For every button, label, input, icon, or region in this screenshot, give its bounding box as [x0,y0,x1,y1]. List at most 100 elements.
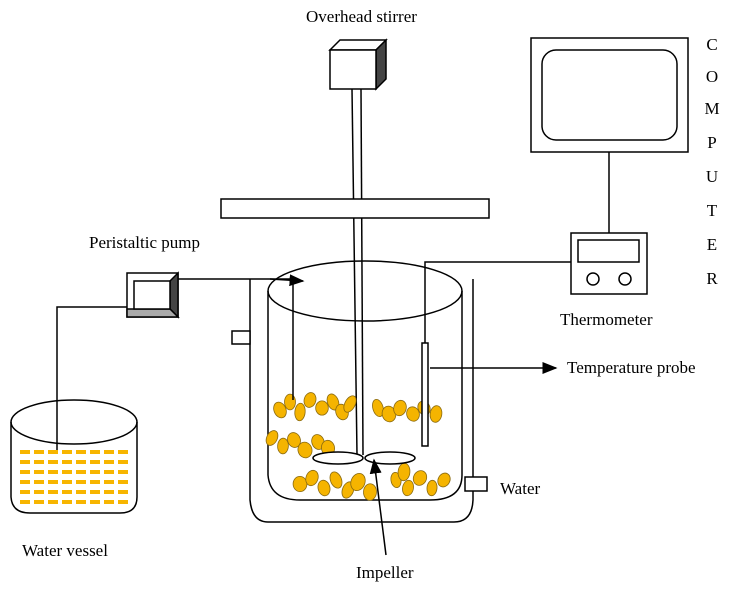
label-temperature-probe: Temperature probe [567,358,696,377]
impeller [312,451,416,465]
particle [287,432,301,448]
feed-arrow [269,274,305,287]
stirrer-shaft [351,88,364,456]
water-dash [104,460,114,464]
computer-letter: M [704,99,719,118]
particle [284,393,296,411]
particle [265,430,279,446]
particle [426,479,438,497]
jacket-inlet-port [231,330,251,345]
outer-jacket [249,279,474,523]
particle [350,472,366,492]
water-dash [34,490,44,494]
water-vessel [10,399,138,514]
water-dash [20,480,30,484]
water-dash [34,500,44,504]
water-dash [104,480,114,484]
overhead-stirrer [328,38,388,91]
inner-vessel [267,260,463,501]
water-dash [34,450,44,454]
support-bar [220,198,490,219]
water-dash [48,470,58,474]
water-dash [118,480,128,484]
water-dash [20,470,30,474]
water-dash [48,500,58,504]
water-dash [76,500,86,504]
label-peristaltic-pump: Peristaltic pump [89,233,200,252]
peristaltic-pump [126,271,180,319]
computer-letter: O [706,67,718,86]
computer-letter: R [706,269,718,288]
computer-letter: P [707,133,716,152]
water-dash [34,470,44,474]
particle [372,398,384,418]
probe-cable [424,261,571,343]
computer-letter: T [707,201,718,220]
particle [292,475,308,493]
water-dash [118,500,128,504]
water-dash [48,490,58,494]
particle [393,399,407,417]
particle [294,402,306,422]
label-overhead-stirrer: Overhead stirrer [306,7,417,26]
particle [412,470,428,486]
water-dash [76,460,86,464]
water-dash [62,490,72,494]
water-level-dashes [20,450,128,504]
water-dash [90,480,100,484]
computer-letter: C [706,35,717,54]
water-dash [20,500,30,504]
water-dash [62,480,72,484]
computer-monitor [530,37,689,153]
water-dash [20,490,30,494]
water-dash [62,470,72,474]
jacket-water-port [464,476,488,492]
water-dash [104,450,114,454]
water-dash [90,450,100,454]
water-dash [62,450,72,454]
water-dash [48,480,58,484]
water-dash [76,480,86,484]
impeller-label-arrow [369,458,387,556]
temperature-probe [421,342,429,447]
label-thermometer: Thermometer [560,310,653,329]
particle [429,405,443,423]
particle [363,483,377,501]
particle [277,437,289,455]
label-impeller: Impeller [356,563,414,582]
water-dash [20,460,30,464]
suction-tube [56,306,127,450]
water-dash [62,500,72,504]
water-dash [90,460,100,464]
water-dash [104,500,114,504]
particle [329,471,343,489]
water-dash [34,460,44,464]
particle [273,401,287,419]
water-dash [118,490,128,494]
water-dash [34,480,44,484]
particle [317,479,331,497]
particle [305,469,319,487]
water-dash [90,490,100,494]
computer-letter: E [707,235,717,254]
water-dash [104,490,114,494]
solid-particles [265,392,451,501]
label-water: Water [500,479,540,498]
water-dash [76,470,86,474]
thermometer-device [570,232,648,295]
water-dash [62,460,72,464]
particle [437,472,451,488]
label-water-vessel: Water vessel [22,541,108,560]
water-dash [76,450,86,454]
label-computer: C O M P U T E R [704,35,719,288]
particle [297,441,313,459]
water-dash [76,490,86,494]
particle [397,462,411,482]
particle [303,392,317,408]
particle [406,406,420,422]
computer-letter: U [706,167,718,186]
particle [311,434,325,450]
water-dash [48,460,58,464]
water-dash [118,470,128,474]
